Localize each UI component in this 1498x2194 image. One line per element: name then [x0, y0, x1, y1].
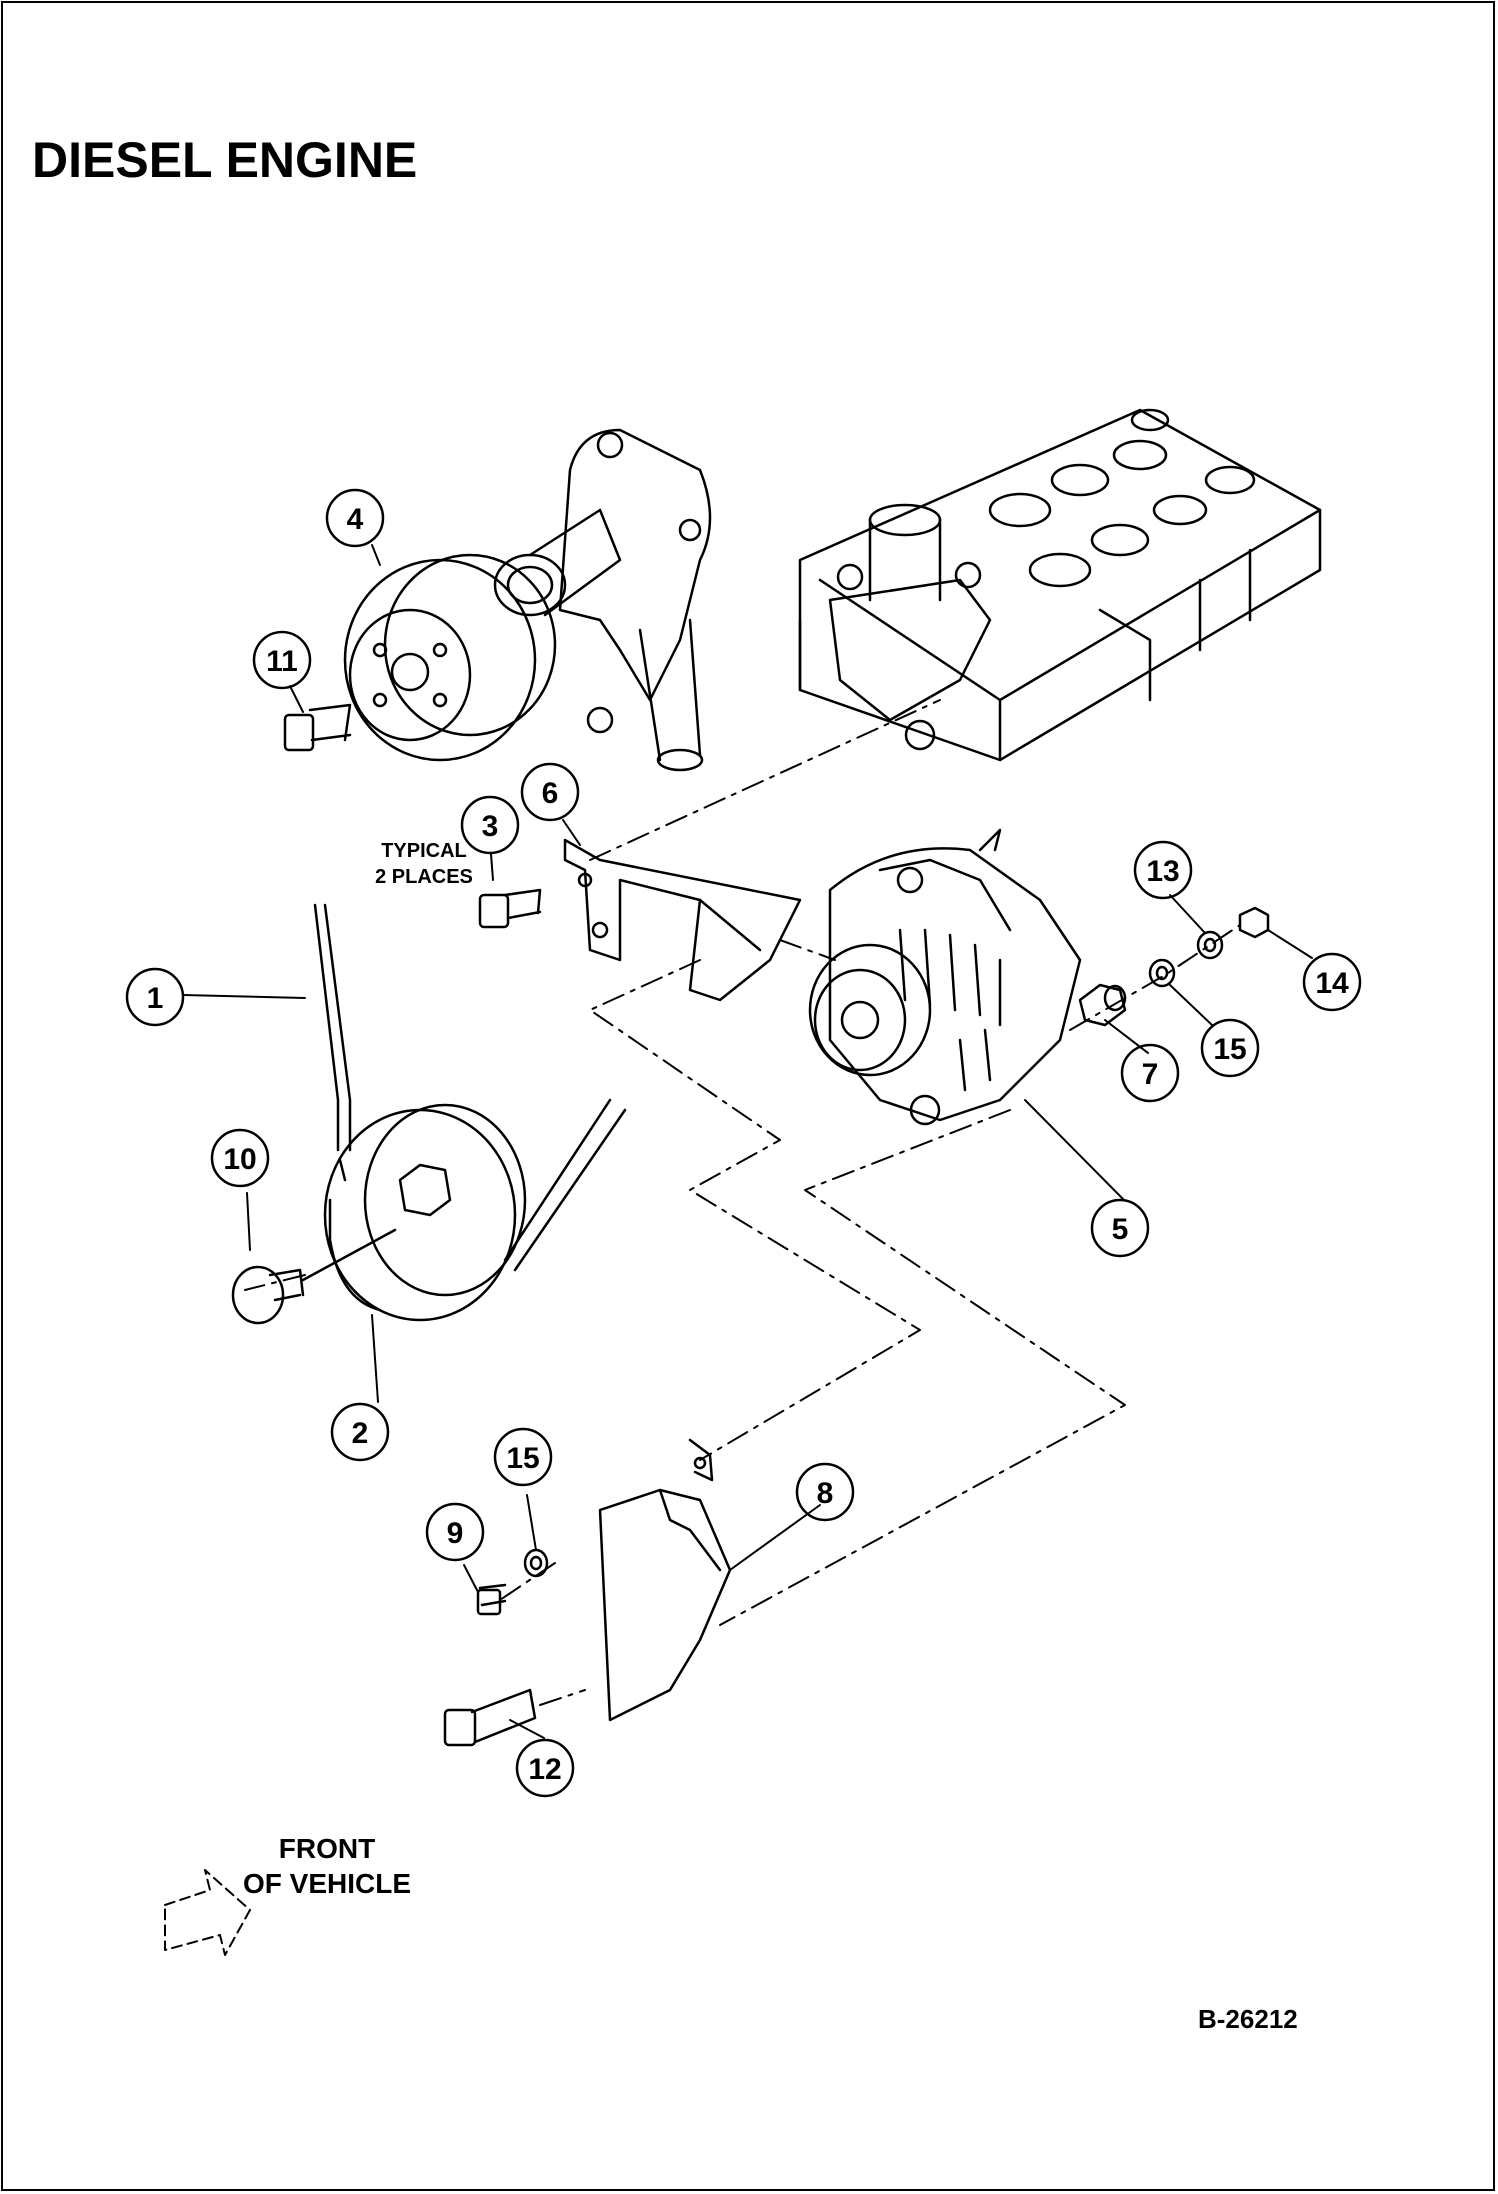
callout-11 [252, 630, 312, 690]
callout-7-label: 7 [1142, 1058, 1159, 1091]
callout-circles [125, 488, 1362, 1798]
typical-note-line2: 2 PLACES [375, 866, 473, 888]
callout-15-upper-label: 15 [1213, 1033, 1246, 1066]
typical-note-line1: TYPICAL [381, 840, 467, 862]
callout-8-label: 8 [817, 1477, 834, 1510]
figure-id: B-26212 [1198, 2004, 1298, 2034]
bolt-10 [231, 1228, 397, 1325]
bolt-9 [476, 1583, 507, 1616]
water-pump-pulley [343, 553, 557, 762]
callout-6-label: 6 [542, 777, 559, 810]
callout-2 [330, 1402, 390, 1462]
callout-1-label: 1 [147, 982, 164, 1015]
callout-5 [1090, 1198, 1150, 1258]
washer-15-lower [523, 1548, 549, 1578]
assembly-lines [244, 699, 1241, 1706]
callout-13 [1133, 840, 1193, 900]
callout-14 [1302, 952, 1362, 1012]
crankshaft-pulley [323, 1103, 527, 1322]
callout-6 [520, 762, 580, 822]
callout-1 [125, 967, 185, 1027]
washer-15-upper [1148, 958, 1176, 988]
callout-15-lower-label: 15 [506, 1442, 539, 1475]
bolt-3 [478, 888, 542, 929]
front-note-line1: FRONT [279, 1833, 375, 1864]
callout-9 [425, 1502, 485, 1562]
callout-10-label: 10 [223, 1143, 256, 1176]
callout-15-upper [1200, 1018, 1260, 1078]
callout-3-label: 3 [482, 810, 499, 843]
nut-14 [1238, 906, 1270, 939]
drive-belt [313, 903, 627, 1272]
callout-3 [460, 795, 520, 855]
callout-8 [795, 1462, 855, 1522]
callout-12 [515, 1738, 575, 1798]
callout-4-label: 4 [347, 503, 364, 536]
spacer-7 [1078, 983, 1127, 1027]
page-title: DIESEL ENGINE [32, 132, 417, 188]
alternator [808, 828, 1082, 1126]
leader-lines [182, 544, 1313, 1739]
front-direction-arrow [164, 1869, 251, 1956]
belt-guard [598, 1438, 732, 1722]
callout-10 [210, 1128, 270, 1188]
washer-13 [1196, 930, 1224, 960]
callout-12-label: 12 [528, 1753, 561, 1786]
callout-13-label: 13 [1146, 855, 1179, 888]
callout-11-label: 11 [266, 645, 298, 678]
callout-5-label: 5 [1112, 1213, 1129, 1246]
engine-cylinder-head [798, 408, 1322, 762]
callout-7 [1120, 1043, 1180, 1103]
callout-14-label: 14 [1315, 967, 1349, 1000]
bolt-11 [283, 703, 352, 752]
callout-9-label: 9 [447, 1517, 464, 1550]
callout-15-lower [493, 1427, 553, 1487]
callout-4 [325, 488, 385, 548]
front-note-line2: OF VEHICLE [243, 1868, 411, 1899]
bolt-12 [443, 1688, 537, 1747]
callout-2-label: 2 [352, 1417, 369, 1450]
water-pump [493, 428, 712, 772]
alternator-bracket [563, 838, 802, 1002]
